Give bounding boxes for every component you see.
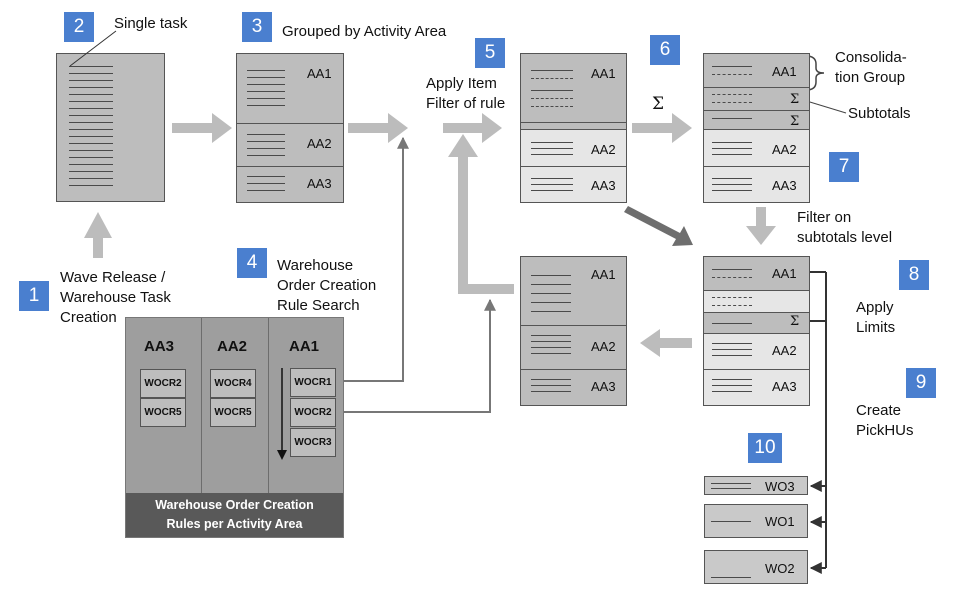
- grouped-box: AA1 AA2 AA3: [236, 53, 344, 203]
- arrow-single-to-grouped: [172, 113, 232, 143]
- aa3-label: AA3: [591, 178, 616, 193]
- connectors-wo: [808, 271, 827, 574]
- aa1-label: AA1: [772, 266, 797, 281]
- connectors: [334, 136, 496, 413]
- arrow-filter-to-subtotal: [632, 113, 692, 143]
- aa1-label: AA1: [591, 66, 616, 81]
- limits-box: AA1 Σ AA2 AA3: [703, 256, 810, 406]
- aa3-label: AA3: [591, 379, 616, 394]
- arrow-up-to-single: [84, 212, 112, 258]
- step1-label: Wave Release / Warehouse Task Creation: [60, 269, 171, 326]
- connector-wocr2: [334, 298, 496, 413]
- arrow-grouped-to-filter: [348, 113, 408, 143]
- group-lines-aa3: [247, 176, 285, 192]
- aa2-label: AA2: [307, 136, 332, 151]
- rule-search-order-arrow: [277, 368, 287, 460]
- warehouse-order-wo1: WO1: [704, 504, 808, 538]
- subtotals-label: Subtotals: [848, 105, 911, 122]
- wocr-aa2-2: WOCR5: [210, 398, 256, 427]
- rules-panel-caption: Warehouse Order Creation Rules per Activ…: [126, 493, 343, 537]
- rules-panel: AA3 AA2 AA1 WOCR2 WOCR5 WOCR4 WOCR5 WOCR…: [125, 317, 344, 538]
- step-badge-9: 9: [906, 368, 936, 398]
- step-badge-1: 1: [19, 281, 49, 311]
- filter-box: AA1 AA2 AA3: [520, 53, 627, 203]
- arrow-limits-to-left: [640, 329, 692, 357]
- aa2-label: AA2: [772, 343, 797, 358]
- arrow-loop-back: [448, 134, 514, 294]
- step-badge-6: 6: [650, 35, 680, 65]
- subtotal-box: AA1 Σ Σ AA2 AA3: [703, 53, 810, 203]
- step9-label: Create PickHUs: [856, 402, 914, 439]
- wocr-aa2-1: WOCR4: [210, 369, 256, 398]
- wocr-aa1-1: WOCR1: [290, 368, 336, 397]
- aa1-label: AA1: [307, 66, 332, 81]
- wocr-aa3-1: WOCR2: [140, 369, 186, 398]
- wocr-aa3-2: WOCR5: [140, 398, 186, 427]
- flow-arrows-light: [84, 113, 776, 357]
- aa2-label: AA2: [772, 142, 797, 157]
- aa3-label: AA3: [772, 379, 797, 394]
- task-lines: [69, 66, 113, 190]
- single-task-box: [56, 53, 165, 202]
- aa2-label: AA2: [591, 339, 616, 354]
- connector-wocr1: [334, 136, 409, 382]
- arrow-dark-diagonal: [624, 206, 693, 246]
- step-badge-7: 7: [829, 152, 859, 182]
- rules-col-aa1: AA1: [289, 338, 320, 355]
- sigma-symbol: Σ: [790, 114, 800, 129]
- sigma-symbol: Σ: [790, 314, 800, 329]
- group-lines-aa2: [247, 134, 285, 160]
- step-badge-2: 2: [64, 12, 94, 42]
- group-lines-aa1: [247, 70, 285, 106]
- single-task-pointer: [69, 30, 117, 67]
- step-badge-4: 4: [237, 248, 267, 278]
- single-task-label: Single task: [114, 15, 188, 32]
- aa2-label: AA2: [591, 142, 616, 157]
- step5-label: Apply Item Filter of rule: [426, 75, 506, 112]
- consolidation-group-label: Consolida- tion Group: [835, 49, 907, 86]
- warehouse-order-wo2: WO2: [704, 550, 808, 584]
- sigma-symbol: Σ: [790, 92, 800, 107]
- aa3-label: AA3: [307, 176, 332, 191]
- step7-label: Filter on subtotals level: [797, 209, 893, 246]
- aa3-label: AA3: [772, 178, 797, 193]
- step-badge-3: 3: [242, 12, 272, 42]
- sigma-label: Σ: [652, 94, 665, 114]
- arrow-into-filter: [443, 113, 502, 143]
- wocr-aa1-2: WOCR2: [290, 398, 336, 427]
- wo1-label: WO1: [765, 514, 795, 529]
- rules-col-aa3: AA3: [144, 338, 175, 355]
- consolidation-brace: [805, 55, 825, 91]
- arrow-down-filter-subtotals: [746, 207, 776, 245]
- step-badge-10: 10: [748, 433, 782, 463]
- aa1-label: AA1: [772, 64, 797, 79]
- step-badge-5: 5: [475, 38, 505, 68]
- step8-label: Apply Limits: [856, 299, 896, 336]
- wo3-label: WO3: [765, 479, 795, 494]
- grouped-label: Grouped by Activity Area: [282, 23, 447, 40]
- wocr-aa1-3: WOCR3: [290, 428, 336, 457]
- rules-col-aa2: AA2: [217, 338, 248, 355]
- step4-label: Warehouse Order Creation Rule Search: [277, 257, 377, 314]
- warehouse-order-wo3: WO3: [704, 476, 808, 495]
- remainder-box: AA1 AA2 AA3: [520, 256, 627, 406]
- aa1-label: AA1: [591, 267, 616, 282]
- step-badge-8: 8: [899, 260, 929, 290]
- wo2-label: WO2: [765, 561, 795, 576]
